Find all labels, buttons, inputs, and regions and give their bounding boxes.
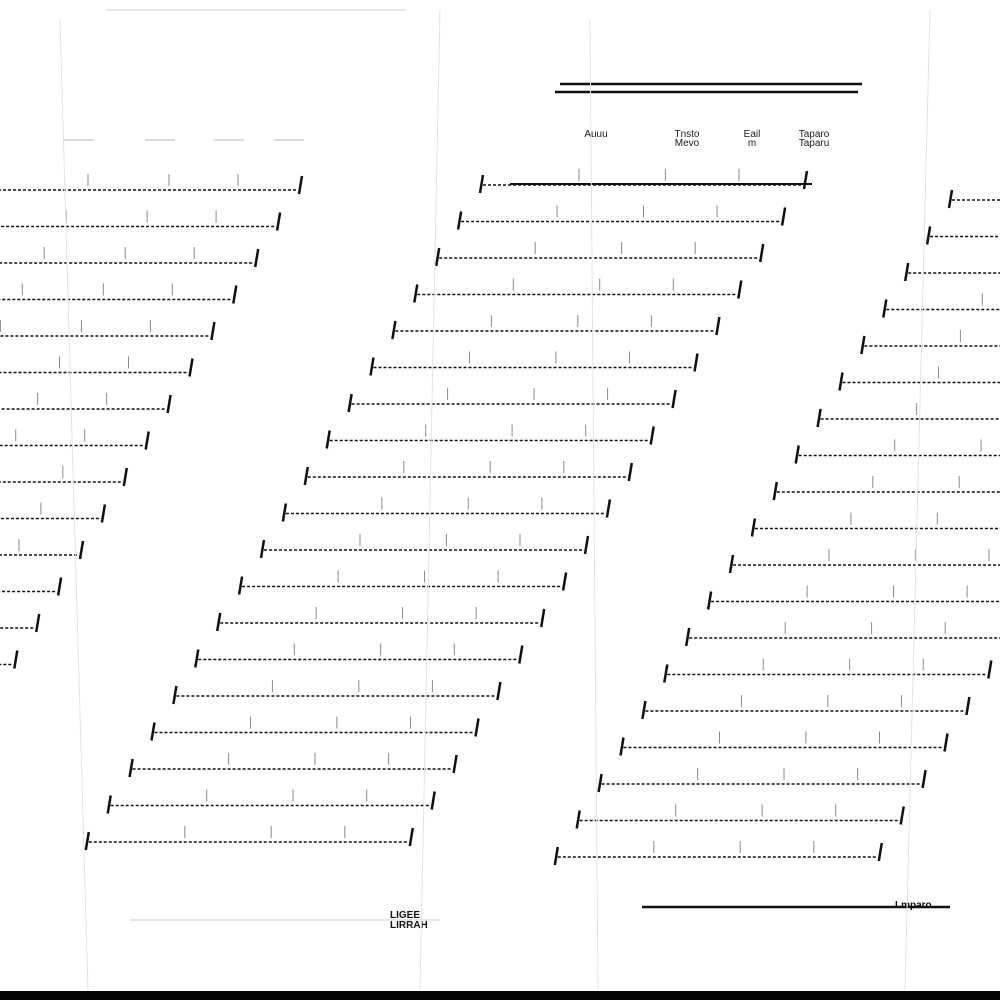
row-left-tick bbox=[128, 758, 134, 778]
row-left-tick bbox=[641, 700, 647, 720]
sheet-stamp: LIRRAH bbox=[390, 920, 428, 931]
row-right-tick bbox=[100, 504, 107, 523]
row-left-tick bbox=[903, 262, 910, 282]
row-right-tick bbox=[56, 577, 63, 596]
row-right-tick bbox=[452, 754, 458, 774]
row-right-tick bbox=[34, 613, 41, 633]
page-edge bbox=[59, 19, 89, 991]
row-right-tick bbox=[474, 718, 480, 737]
row-left-tick bbox=[575, 810, 581, 829]
row-right-tick bbox=[78, 540, 85, 560]
row-right-tick bbox=[297, 175, 304, 195]
column-header-line2: m bbox=[748, 138, 756, 149]
row-right-tick bbox=[166, 394, 172, 414]
row-left-tick bbox=[860, 335, 866, 355]
row-left-tick bbox=[456, 211, 463, 230]
row-right-tick bbox=[122, 467, 129, 487]
row-left-tick bbox=[619, 737, 625, 756]
row-left-tick bbox=[597, 773, 603, 793]
row-left-tick bbox=[663, 664, 669, 683]
row-right-tick bbox=[737, 280, 743, 299]
row-right-tick bbox=[899, 806, 905, 825]
row-right-tick bbox=[605, 499, 612, 518]
row-left-tick bbox=[325, 430, 331, 449]
row-right-tick bbox=[496, 681, 502, 701]
row-right-tick bbox=[802, 170, 809, 190]
row-right-tick bbox=[561, 572, 568, 591]
row-right-tick bbox=[144, 431, 150, 450]
column-header: Eail bbox=[744, 129, 761, 140]
row-left-tick bbox=[750, 518, 757, 537]
row-left-tick bbox=[281, 503, 288, 522]
sheet-stamp: Lmparo bbox=[895, 900, 932, 911]
row-left-tick bbox=[84, 831, 91, 851]
row-right-tick bbox=[188, 358, 194, 377]
column-header: Tnsto bbox=[674, 129, 699, 140]
row-left-tick bbox=[391, 320, 397, 340]
column-header: Taparo bbox=[799, 129, 830, 140]
row-right-tick bbox=[539, 608, 546, 628]
bottom-black-band bbox=[0, 991, 1000, 1000]
row-right-tick bbox=[210, 321, 216, 341]
row-right-tick bbox=[921, 769, 927, 789]
row-right-tick bbox=[13, 650, 19, 669]
row-left-tick bbox=[947, 189, 954, 209]
page-edge bbox=[419, 9, 441, 991]
row-left-tick bbox=[172, 685, 178, 705]
row-left-tick bbox=[413, 284, 419, 303]
row-left-tick bbox=[794, 445, 800, 464]
row-left-tick bbox=[434, 247, 441, 267]
row-right-tick bbox=[671, 389, 677, 409]
form-sheet-right: Lmparo bbox=[553, 189, 1000, 911]
row-right-tick bbox=[275, 212, 282, 231]
row-right-tick bbox=[965, 696, 971, 716]
row-right-tick bbox=[232, 285, 238, 304]
row-right-tick bbox=[253, 248, 260, 268]
row-right-tick bbox=[583, 535, 590, 555]
row-left-tick bbox=[772, 481, 779, 501]
row-left-tick bbox=[303, 466, 310, 486]
row-right-tick bbox=[693, 353, 699, 372]
row-right-tick bbox=[715, 316, 721, 336]
row-left-tick bbox=[925, 226, 932, 245]
row-right-tick bbox=[627, 462, 634, 482]
row-right-tick bbox=[758, 243, 765, 263]
row-left-tick bbox=[194, 649, 200, 668]
row-left-tick bbox=[706, 591, 713, 610]
row-left-tick bbox=[347, 393, 353, 413]
row-left-tick bbox=[728, 554, 735, 574]
row-left-tick bbox=[215, 612, 222, 632]
column-header: Auuu bbox=[584, 129, 607, 140]
row-left-tick bbox=[838, 372, 844, 391]
row-right-tick bbox=[987, 660, 993, 679]
row-right-tick bbox=[943, 733, 949, 752]
page-edge bbox=[904, 9, 931, 991]
row-left-tick bbox=[237, 576, 244, 595]
column-header-line2: Taparu bbox=[799, 138, 830, 149]
sheet-stamp: LIGEE bbox=[390, 910, 420, 921]
row-right-tick bbox=[780, 207, 787, 226]
row-left-tick bbox=[106, 795, 112, 814]
row-left-tick bbox=[816, 408, 822, 428]
row-right-tick bbox=[430, 791, 436, 810]
row-right-tick bbox=[649, 426, 655, 445]
row-right-tick bbox=[877, 842, 884, 862]
row-right-tick bbox=[518, 645, 524, 664]
row-left-tick bbox=[478, 174, 485, 194]
row-left-tick bbox=[150, 722, 156, 741]
column-header-line2: Mevo bbox=[675, 138, 700, 149]
row-left-tick bbox=[369, 357, 375, 376]
row-left-tick bbox=[684, 627, 691, 647]
row-left-tick bbox=[553, 846, 560, 866]
row-left-tick bbox=[882, 299, 888, 318]
row-right-tick bbox=[408, 827, 415, 847]
row-left-tick bbox=[259, 539, 266, 559]
page-edge bbox=[589, 19, 599, 991]
